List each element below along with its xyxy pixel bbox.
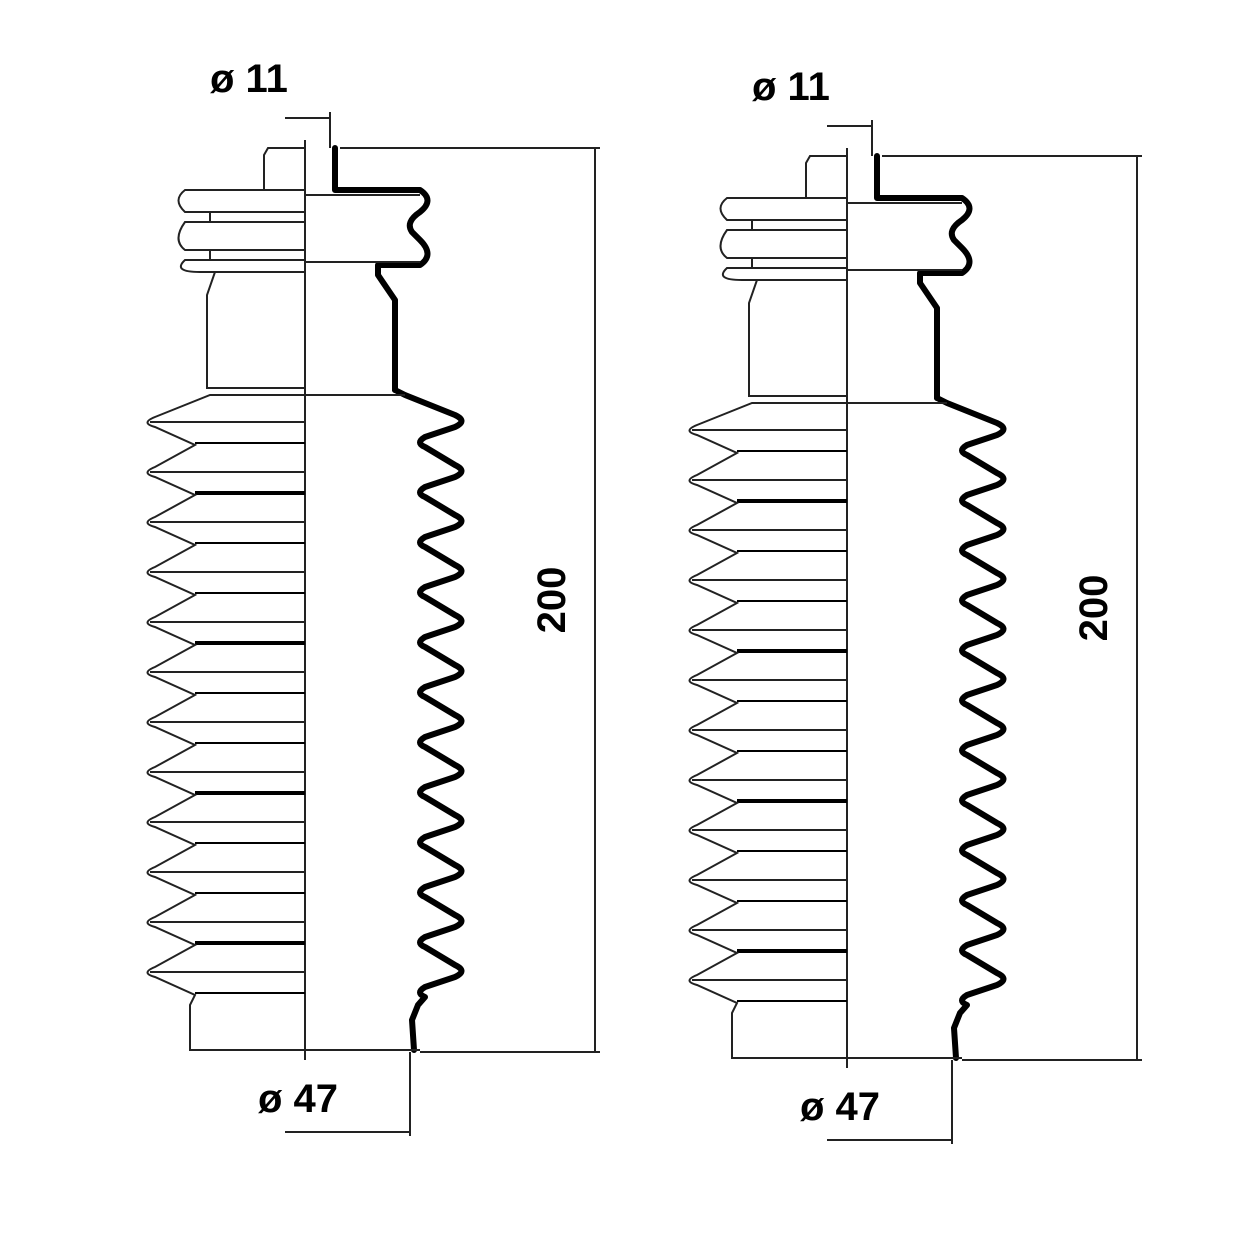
top-diameter-label: ø 11 — [752, 65, 830, 109]
bottom-diameter-label: ø 47 — [258, 1077, 338, 1121]
left-upper-outline — [177, 147, 305, 389]
right-upper-outline — [874, 153, 973, 401]
right-upper-outline — [332, 145, 431, 393]
boot-right: ø 11 ø 47 200 — [688, 65, 1142, 1144]
boot-outline — [146, 112, 600, 1136]
right-bellows-outline — [934, 395, 1007, 1061]
bottom-diameter-label: ø 47 — [800, 1085, 880, 1129]
top-diameter-label: ø 11 — [210, 57, 288, 101]
boot-outline — [688, 120, 1142, 1144]
left-bellows-outline — [688, 402, 847, 1059]
left-bellows-outline — [146, 394, 305, 1051]
length-label: 200 — [1072, 575, 1116, 642]
boot-left: ø 11 ø 47 200 — [146, 57, 600, 1136]
right-bellows-outline — [392, 387, 465, 1053]
length-label: 200 — [530, 567, 574, 634]
left-upper-outline — [719, 155, 847, 397]
